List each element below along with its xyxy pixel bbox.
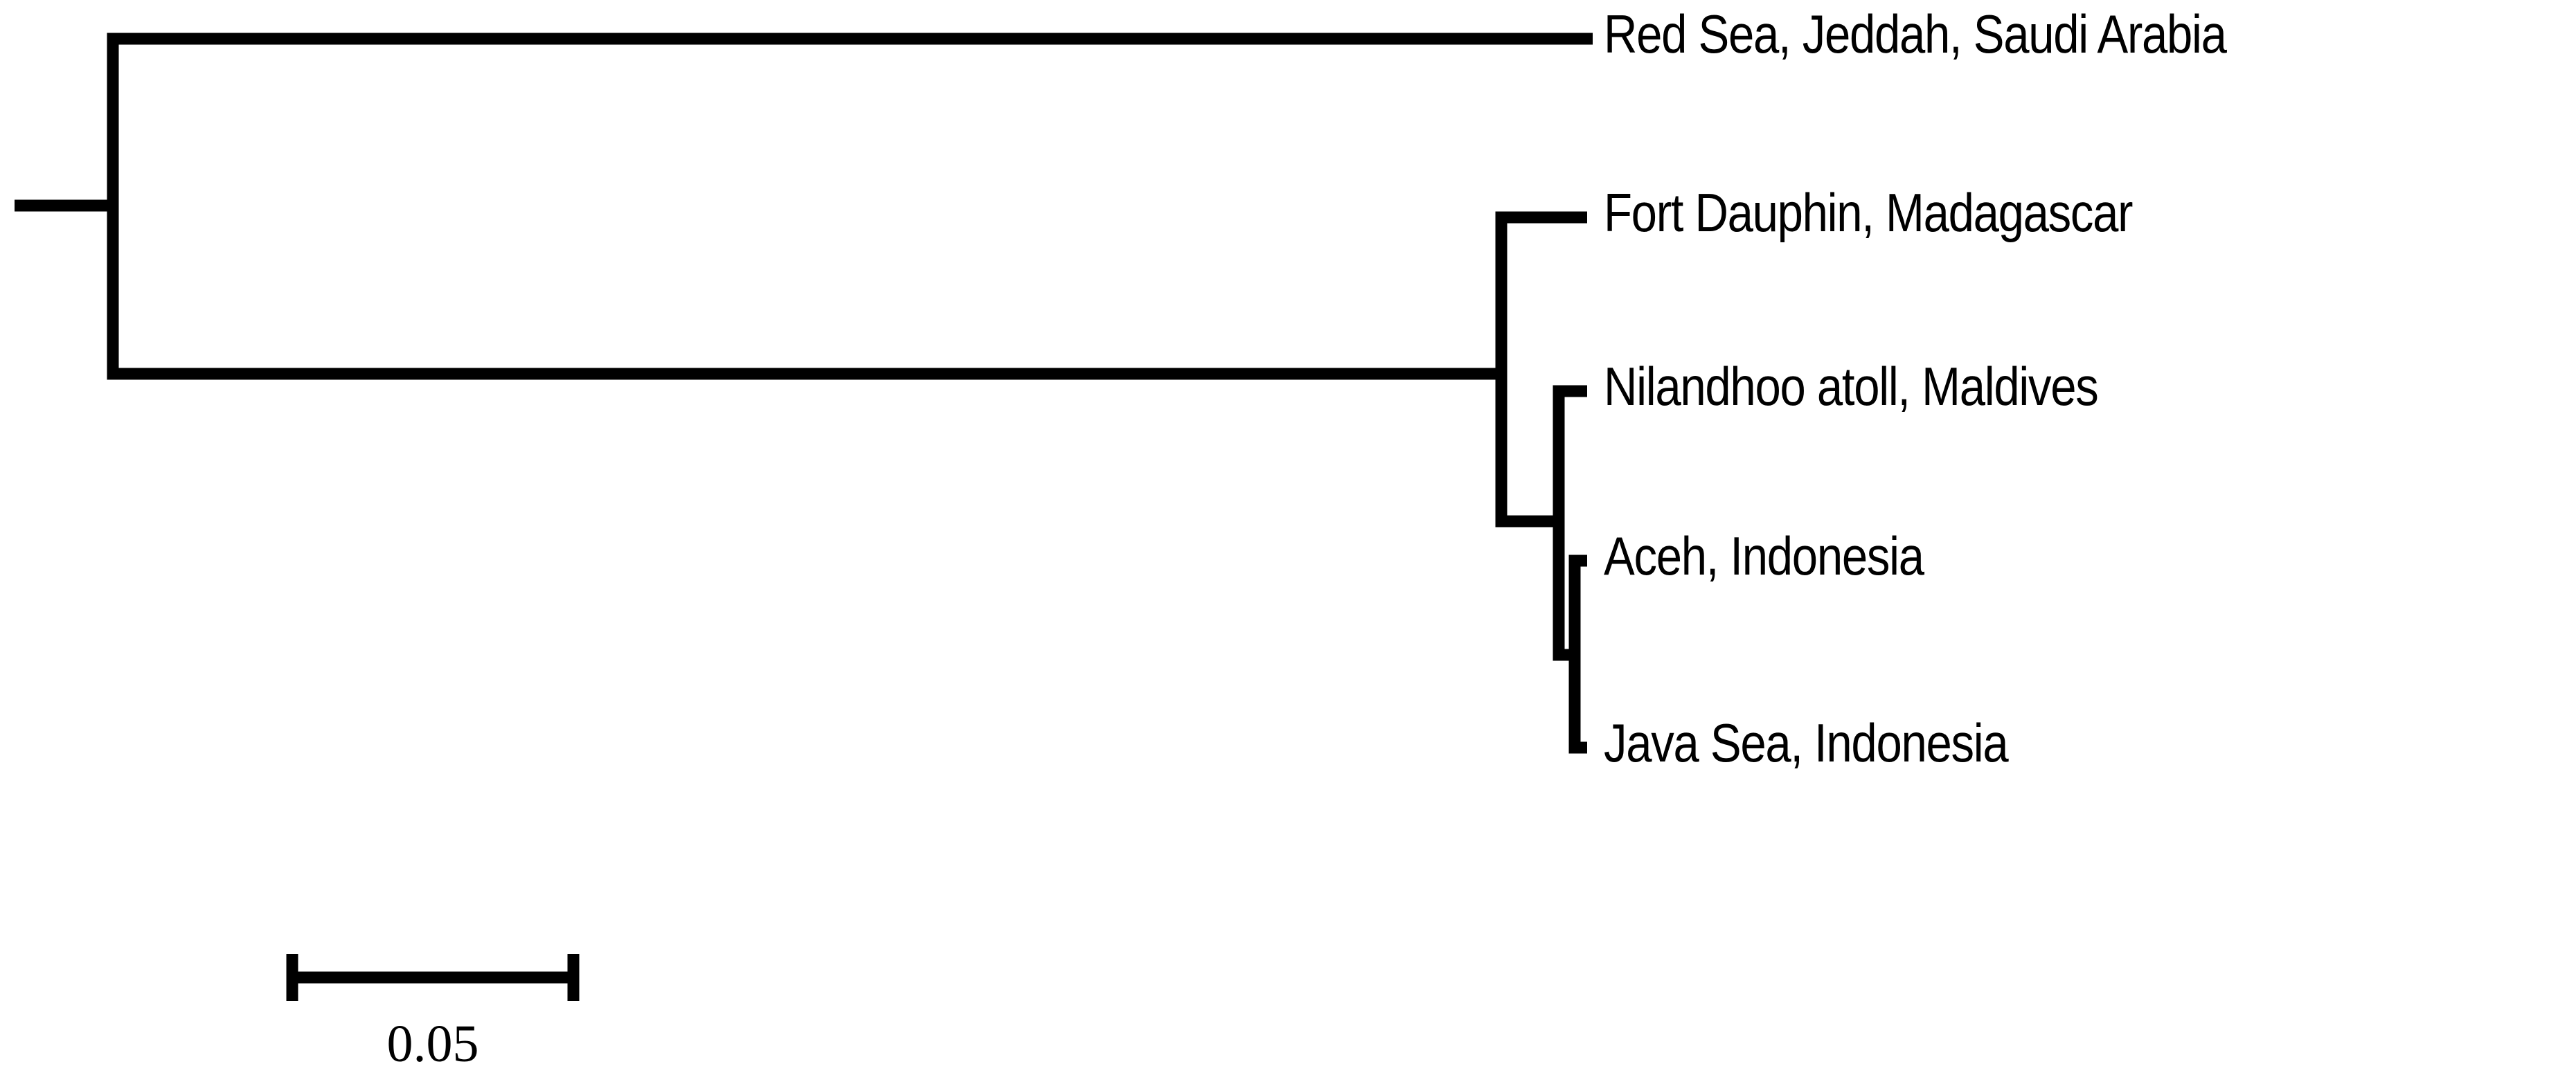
tip-label-java-sea: Java Sea, Indonesia xyxy=(1604,712,2009,773)
tip-label-aceh: Aceh, Indonesia xyxy=(1604,525,1924,586)
tip-label-fort-dauphin: Fort Dauphin, Madagascar xyxy=(1604,182,2134,243)
tip-label-red-sea: Red Sea, Jeddah, Saudi Arabia xyxy=(1604,3,2227,64)
tip-label-nilandhoo: Nilandhoo atoll, Maldives xyxy=(1604,356,2099,417)
scale-bar-label: 0.05 xyxy=(386,1015,479,1073)
